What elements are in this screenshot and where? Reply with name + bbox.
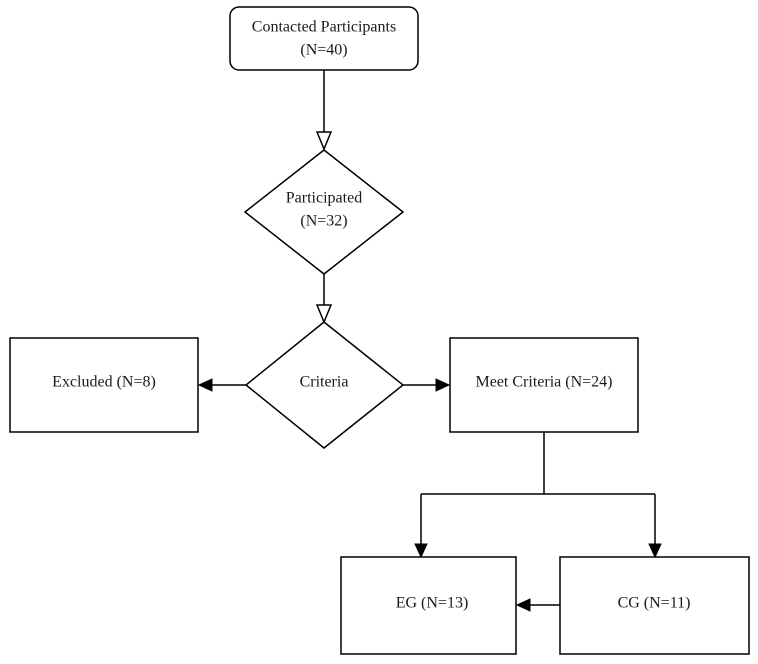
participated-label-line1: Participated [286, 190, 362, 207]
node-criteria: Criteria [244, 321, 405, 449]
edge-criteria-to-meet-criteria [403, 378, 451, 392]
node-contacted-participants: Contacted Participants (N=40) [229, 6, 419, 71]
arrowhead-down-icon [648, 543, 662, 559]
arrowhead-right-icon [435, 378, 451, 392]
participated-label-line2: (N=32) [300, 213, 347, 230]
edge-cg-to-eg [515, 598, 560, 612]
arrowhead-left-icon [197, 378, 213, 392]
edge-contacted-to-participated [315, 70, 333, 151]
open-arrowhead-icon [315, 131, 333, 151]
contacted-label-line2: (N=40) [300, 42, 347, 59]
edge-participated-to-criteria [315, 274, 333, 324]
node-eg: EG (N=13) [340, 556, 517, 655]
contacted-label-line1: Contacted Participants [252, 19, 396, 36]
open-arrowhead-icon [315, 304, 333, 324]
criteria-label: Criteria [300, 374, 349, 391]
meet-criteria-label: Meet Criteria (N=24) [476, 374, 613, 391]
arrowhead-left-icon [515, 598, 531, 612]
cg-label: CG (N=11) [618, 595, 691, 612]
excluded-label: Excluded (N=8) [52, 374, 156, 391]
eg-label: EG (N=13) [396, 595, 469, 612]
edge-criteria-to-excluded [197, 378, 246, 392]
node-meet-criteria: Meet Criteria (N=24) [449, 337, 639, 433]
node-excluded: Excluded (N=8) [9, 337, 199, 433]
node-participated: Participated (N=32) [243, 149, 405, 275]
arrowhead-down-icon [414, 543, 428, 559]
node-cg: CG (N=11) [559, 556, 750, 655]
edge-meet-criteria-split [414, 432, 662, 559]
